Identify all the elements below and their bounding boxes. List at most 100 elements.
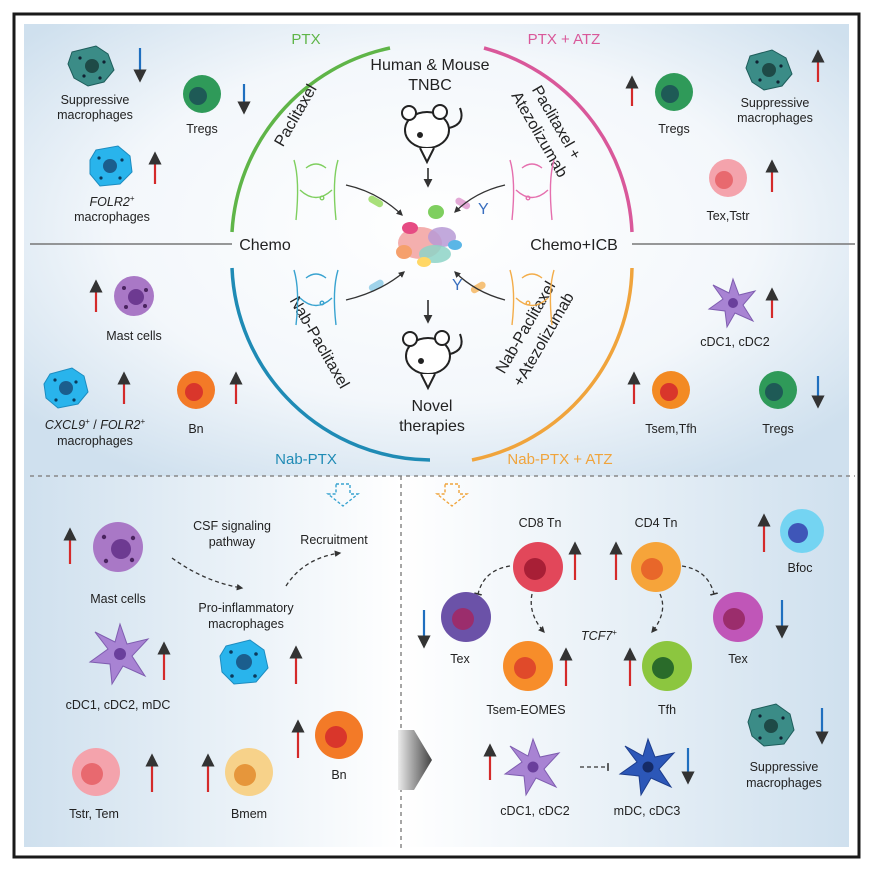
center-title-line2: TNBC [408,77,452,94]
bn-nucleus-icon-bottom [325,726,347,748]
tsne-cluster-plot-icon [396,205,462,267]
bmem-nucleus-icon [234,764,256,786]
cd4-tn-nucleus-icon [641,558,663,580]
label-tsem-eomes: Tsem-EOMES [486,703,565,717]
arm-title-ptx: PTX [291,31,320,48]
label-pro-inflammatory-2: macrophages [208,617,284,631]
mast-cell-icon-bottom [93,522,143,572]
arrow-nab-ptx-atz-to-center [454,271,506,301]
suppressive-macrophage-icon-bottom [747,703,795,747]
tsem-tfh-nucleus-icon [660,383,678,401]
label-mast-cells-bottom: Mast cells [90,592,146,606]
bottom-right-panel [401,476,849,847]
label-cdc1-cdc2-mdc: cDC1, cDC2, mDC [66,698,171,712]
label-tfh: Tfh [658,703,676,717]
dendritic-cell-icon-cdc-mdc [88,622,150,686]
arrow-ptx-atz-to-center [454,184,506,213]
label-bfoc: Bfoc [787,561,812,575]
suppressive-macrophage-icon [67,45,115,87]
human-body-icon-nab-ptx-atz [509,269,555,326]
pill-icon-nab-ptx [368,279,384,292]
suppressive-macrophage-icon-ptx-atz [745,49,793,91]
pro-inflammatory-macrophage-icon [219,639,269,685]
dashed-down-arrow-icon-right [435,483,469,507]
pill-icon-ptx-atz [455,197,471,210]
arm-title-ptx-atz: PTX + ATZ [528,31,601,48]
arrow-cd4-to-tfh [651,593,664,634]
antibody-icon-nab-ptx-atz: Y [452,277,463,294]
tstr-tem-nucleus-icon [81,763,103,785]
label-tex-tstr: Tex,Tstr [706,209,749,223]
bn-nucleus-icon [185,383,203,401]
label-folr2-macrophages-2: macrophages [74,210,150,224]
arrow-cd8-to-tsem [530,593,545,633]
tex-tstr-nucleus-icon [715,171,733,189]
arc-nab-ptx-atz [471,267,634,462]
label-tregs: Tregs [186,122,218,136]
label-tregs-ptx-atz: Tregs [658,122,690,136]
label-tregs-nab: Tregs [762,422,794,436]
mouse-icon-bottom [402,330,463,391]
arc-ptx-atz [483,46,634,233]
antibody-icon-ptx-atz: Y [478,201,489,218]
center-label-novel: Novel [412,398,453,415]
dendritic-cell-icon-cdc-bottom [503,737,561,797]
label-cxcl9-folr2-2: macrophages [57,434,133,448]
tex-nucleus-icon-right [723,608,745,630]
arrow-recruitment [285,550,342,587]
arrow-ptx-to-center [345,184,403,216]
center-label-therapies: therapies [399,418,465,435]
pill-icon-ptx [368,195,384,208]
inhibit-cd4-to-tex [681,565,718,596]
label-suppressive-macrophages-ptx-atz-2: macrophages [737,111,813,125]
mast-cell-icon [114,276,154,316]
human-body-icon-nab-ptx [293,269,339,326]
label-csf-signaling-2: pathway [209,535,256,549]
label-tcf7: TCF7+ [581,628,617,643]
cxcl9-folr2-macrophage-icon [43,367,89,409]
outer-frame [12,12,861,859]
label-tsem-tfh: Tsem,Tfh [645,422,696,436]
tfh-nucleus-icon [652,657,674,679]
label-tex-right: Tex [728,652,748,666]
label-cdc1-cdc2-bottom: cDC1, cDC2 [500,804,570,818]
label-bn: Bn [188,422,203,436]
human-body-icon-ptx-atz [509,159,555,221]
arrow-nab-ptx-to-center [345,271,405,301]
label-suppressive-macrophages-bottom-2: macrophages [746,776,822,790]
label-cdc1-cdc2: cDC1, cDC2 [700,335,770,349]
bfoc-nucleus-icon [788,523,808,543]
dashed-down-arrow-icon-left [326,483,360,507]
center-title-line1: Human & Mouse [370,57,489,74]
treg-nucleus-icon-ptx-atz [661,85,679,103]
label-bn-bottom: Bn [331,768,346,782]
center-label-chemo-icb: Chemo+ICB [530,237,618,254]
dendritic-cell-icon-cdc [707,277,757,329]
transition-chevron-icon [398,730,432,790]
label-folr2-macrophages-1: FOLR2+ [90,194,135,209]
label-recruitment: Recruitment [300,533,368,547]
label-suppressive-macrophages-ptx-atz-1: Suppressive [741,96,810,110]
treg-nucleus-icon-nab [765,383,783,401]
arrow-csf-signaling [171,557,244,591]
label-tstr-tem: Tstr, Tem [69,807,119,821]
tsem-eomes-nucleus-icon [514,657,536,679]
inhibit-cd8-to-tex [474,565,511,596]
label-cd8-tn: CD8 Tn [519,516,562,530]
label-pro-inflammatory-1: Pro-inflammatory [198,601,294,615]
mouse-icon-top [401,104,463,165]
folr2-macrophage-icon [89,145,133,187]
label-tex-left: Tex [450,652,470,666]
label-csf-signaling-1: CSF signaling [193,519,271,533]
tex-nucleus-icon-left [452,608,474,630]
label-mast-cells: Mast cells [106,329,162,343]
cd8-tn-nucleus-icon [524,558,546,580]
label-suppressive-macrophages-1: Suppressive [61,93,130,107]
arc-ptx [230,46,391,233]
human-body-icon-ptx [293,159,339,221]
label-bmem: Bmem [231,807,267,821]
treg-nucleus-icon [189,87,207,105]
arm-title-nab-ptx-atz: Nab-PTX + ATZ [507,451,612,468]
